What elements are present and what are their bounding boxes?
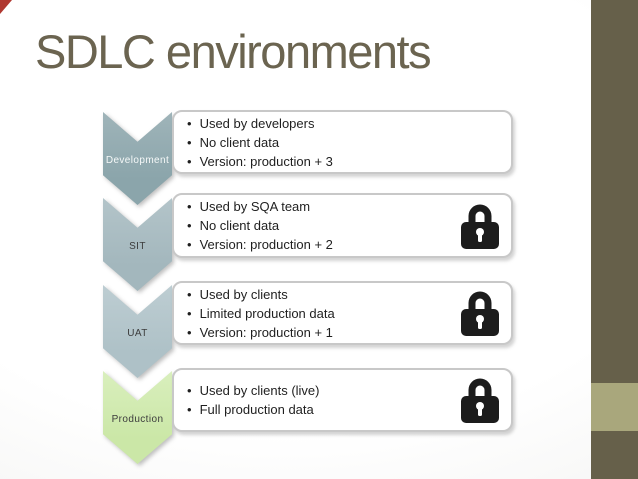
bullet-item: • Version: production + 1 (187, 323, 511, 342)
sidebar-accent-square (591, 383, 638, 431)
lock-icon (460, 376, 500, 424)
bullet-text: Version: production + 1 (199, 324, 333, 340)
bullet-item: • Version: production + 2 (187, 235, 511, 254)
info-box-development: • Used by developers • No client data • … (172, 110, 513, 174)
info-box-uat: • Used by clients • Limited production d… (172, 281, 513, 345)
bullet-item: • Used by SQA team (187, 197, 511, 216)
bullet-icon: • (187, 324, 192, 340)
chevron-production: Production (103, 371, 172, 464)
bullet-item: • Limited production data (187, 304, 511, 323)
bullet-icon: • (187, 134, 192, 150)
bullet-list: • Used by developers • No client data • … (174, 114, 511, 171)
corner-accent-triangle (0, 0, 12, 14)
bullet-text: Used by clients (199, 286, 288, 302)
bullet-text: Used by clients (live) (199, 383, 320, 398)
chevron-shape: Production (103, 371, 172, 464)
bullet-icon: • (187, 218, 192, 233)
bullet-text: No client data (199, 218, 280, 233)
bullet-text: Full production data (199, 402, 314, 417)
stage-label-sit: SIT (129, 240, 146, 252)
bullet-text: Version: production + 2 (199, 237, 333, 252)
chevron-shape: SIT (103, 198, 172, 291)
chevron-sit: SIT (103, 198, 172, 291)
sidebar-bar (591, 0, 638, 479)
stage-label-development: Development (105, 154, 170, 166)
bullet-icon: • (187, 286, 192, 302)
bullet-icon: • (187, 305, 192, 321)
lock-icon (460, 289, 500, 337)
stage-label-uat: UAT (127, 327, 148, 339)
bullet-item: • No client data (187, 133, 511, 152)
bullet-item: • No client data (187, 216, 511, 235)
bullet-icon: • (187, 115, 192, 131)
bullet-text: Used by developers (199, 115, 315, 131)
bullet-text: Limited production data (199, 305, 335, 321)
bullet-text: Version: production + 3 (199, 153, 333, 169)
bullet-icon: • (187, 383, 192, 398)
bullet-list: • Used by clients • Limited production d… (174, 285, 511, 342)
stage-label-production: Production (111, 413, 164, 425)
chevron-shape: Development (103, 112, 172, 205)
bullet-icon: • (187, 237, 192, 252)
bullet-item: • Version: production + 3 (187, 152, 511, 171)
lock-icon (460, 202, 500, 250)
page-title: SDLC environments (35, 25, 432, 78)
bullet-item: • Full production data (187, 400, 511, 419)
chevron-development: Development (103, 112, 172, 205)
bullet-item: • Used by clients (187, 285, 511, 304)
bullet-icon: • (187, 402, 192, 417)
info-box-sit: • Used by SQA team • No client data • Ve… (172, 193, 513, 258)
chevron-shape: UAT (103, 285, 172, 378)
bullet-text: Used by SQA team (199, 199, 311, 214)
chevron-uat: UAT (103, 285, 172, 378)
bullet-item: • Used by clients (live) (187, 381, 511, 400)
bullet-list: • Used by SQA team • No client data • Ve… (174, 197, 511, 254)
bullet-text: No client data (199, 134, 280, 150)
bullet-icon: • (187, 153, 192, 169)
info-box-production: • Used by clients (live) • Full producti… (172, 368, 513, 432)
bullet-list: • Used by clients (live) • Full producti… (174, 381, 511, 419)
bullet-item: • Used by developers (187, 114, 511, 133)
bullet-icon: • (187, 199, 192, 214)
